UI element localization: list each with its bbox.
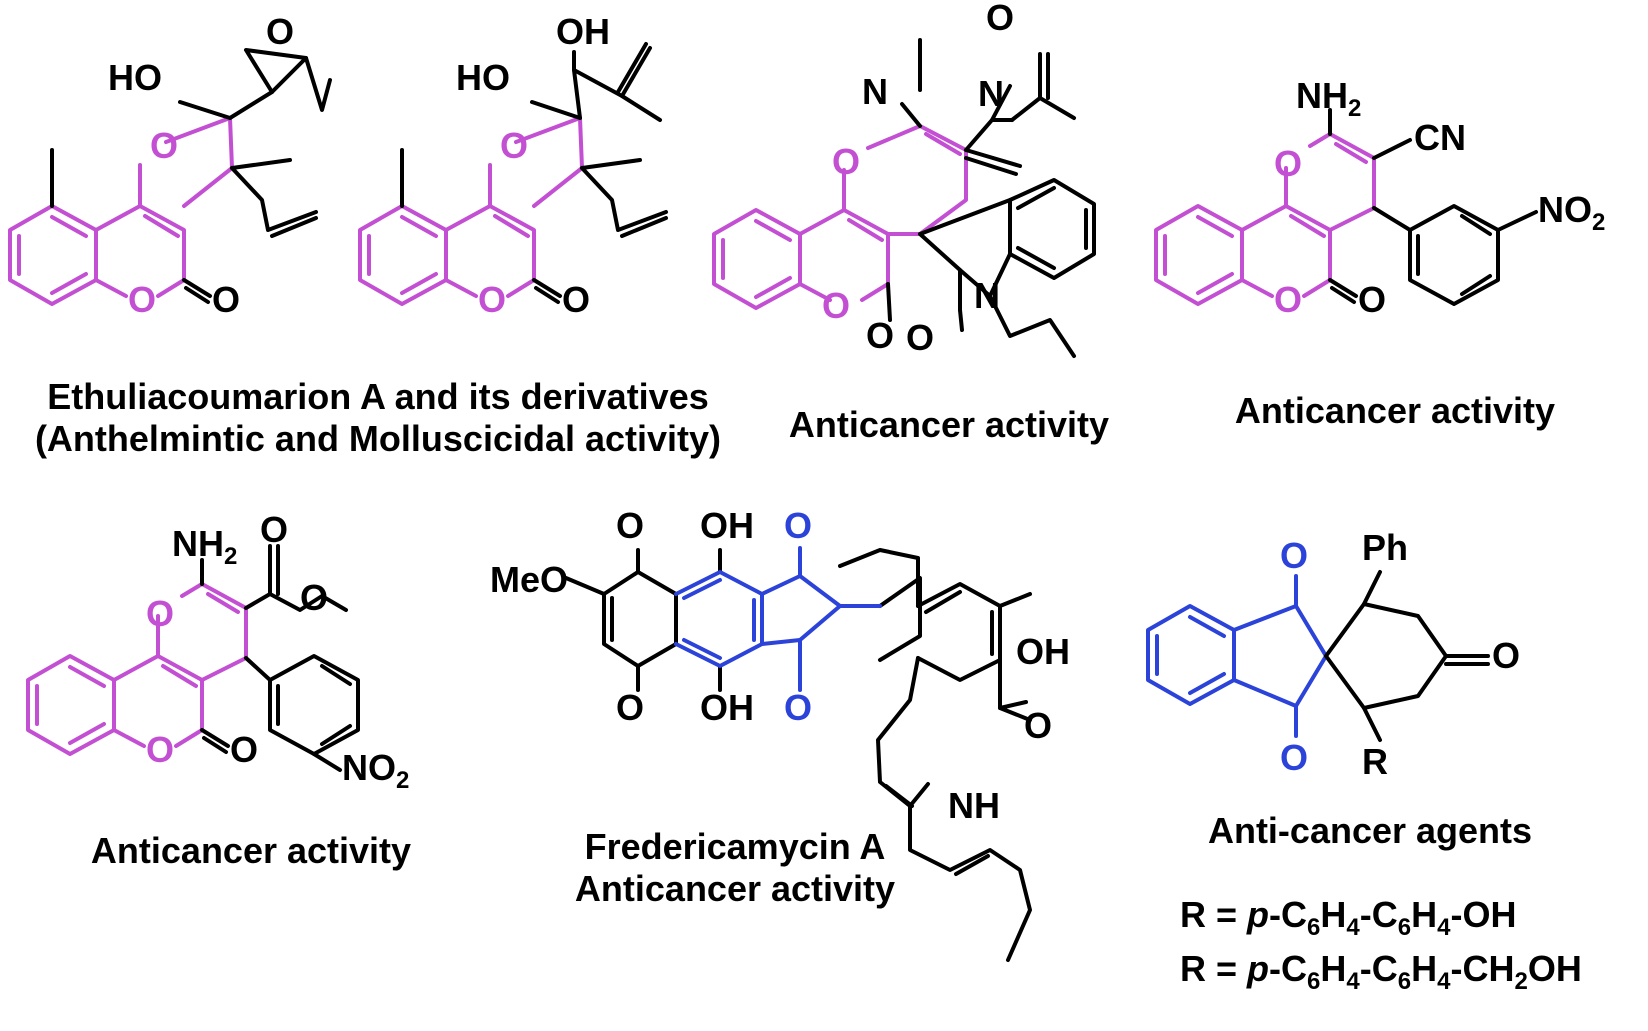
caption-line: Anti-cancer agents [1207, 810, 1533, 851]
atom-label: O [1024, 705, 1052, 746]
svg-text:O: O [1280, 737, 1308, 778]
r-sub: 6 [1307, 914, 1321, 941]
caption-line: Anticancer activity [788, 404, 1110, 445]
atom-label: O [1492, 635, 1520, 676]
caption-fredericamycin: Fredericamycin A Anticancer activity [570, 826, 900, 910]
r-part: -CH [1450, 948, 1515, 989]
atom-label: O [230, 729, 258, 770]
molecule-spirooxindole-coumarin: O O O O N N O N [712, 0, 1096, 358]
molecule-aminocyano-pyranocoumarin: O O O NH2 CN NO2 [1154, 75, 1605, 320]
atom-label: O [260, 509, 288, 550]
atom-label: HO [456, 57, 510, 98]
atom-label: N [862, 71, 888, 112]
svg-text:O: O [146, 593, 174, 634]
atom-label: Ph [1362, 527, 1408, 568]
r-sub: 6 [1397, 914, 1412, 941]
atom-label: O [1358, 279, 1386, 320]
atom-label: O [562, 279, 590, 320]
atom-label: OH [700, 687, 754, 728]
r-part: -C [1269, 948, 1308, 989]
svg-text:O: O [822, 285, 850, 326]
r-part: H [1320, 894, 1347, 935]
r-sub: 4 [1346, 968, 1360, 995]
r-sub: 4 [1346, 914, 1360, 941]
svg-text:O: O [1274, 143, 1302, 184]
svg-text:O: O [784, 505, 812, 546]
atom-label: O [906, 317, 934, 358]
r-prefix: R = [1180, 948, 1248, 989]
caption-ester: Anticancer activity [86, 830, 416, 872]
caption-line: Anticancer activity [90, 830, 412, 871]
svg-text:NH2: NH2 [172, 523, 237, 570]
svg-text:O: O [500, 125, 528, 166]
svg-text:O: O [150, 125, 178, 166]
caption-spirooxindole: Anticancer activity [784, 404, 1114, 446]
molecule-ethuliacoumarion-epoxide: O O O HO O [8, 11, 332, 320]
r-part: OH [1527, 948, 1582, 989]
svg-text:O: O [146, 729, 174, 770]
atom-label: N [974, 275, 1000, 316]
svg-text:NH2: NH2 [1296, 75, 1361, 122]
atom-label: O [616, 505, 644, 546]
atom-label: O [266, 11, 294, 52]
r-prefix: R = [1180, 894, 1248, 935]
molecule-ester-pyranocoumarin: O O O NH2 O O NO2 [26, 509, 409, 794]
atom-label: HO [108, 57, 162, 98]
svg-text:NO2: NO2 [1538, 189, 1605, 236]
r-part: -OH [1450, 894, 1517, 935]
caption-line: Anticancer activity [1234, 390, 1556, 431]
molecule-fredericamycin-a: O OH O MeO O OH O OH O NH [490, 505, 1070, 962]
caption-line: Ethuliacoumarion A and its derivatives [47, 376, 709, 417]
atom-label: OH [700, 505, 754, 546]
molecule-spiro-indanedione: O O Ph O R [1146, 527, 1520, 782]
molecule-ethuliacoumarion-diol: O O O HO OH [358, 11, 668, 320]
svg-text:O: O [128, 279, 156, 320]
atom-label: MeO [490, 559, 568, 600]
r-sub: 4 [1437, 914, 1451, 941]
r-sub: 2 [1514, 968, 1528, 995]
svg-text:NO2: NO2 [342, 747, 409, 794]
atom-label: NH [948, 785, 1000, 826]
svg-text:O: O [1274, 279, 1302, 320]
atom-label: CN [1414, 117, 1466, 158]
svg-text:O: O [832, 141, 860, 182]
atom-label: O [212, 279, 240, 320]
r-part: H [1320, 948, 1347, 989]
caption-aminocyano: Anticancer activity [1230, 390, 1560, 432]
r-definition-1: R = p-C6H4-C6H4-OH [1180, 894, 1517, 940]
r-sub: 4 [1437, 968, 1451, 995]
atom-label: OH [556, 11, 610, 52]
atom-label: R [1362, 741, 1388, 782]
r-italic: p [1247, 948, 1270, 989]
r-part: -C [1359, 948, 1398, 989]
atom-label: N [978, 73, 1004, 114]
r-part: -C [1269, 894, 1308, 935]
r-italic: p [1247, 894, 1270, 935]
r-sub: 6 [1307, 968, 1321, 995]
svg-text:O: O [478, 279, 506, 320]
atom-label: O [300, 577, 328, 618]
caption-ethuliacoumarion: Ethuliacoumarion A and its derivatives (… [20, 376, 736, 460]
atom-label: OH [1016, 631, 1070, 672]
atom-label: O [616, 687, 644, 728]
atom-label: O [986, 0, 1014, 38]
svg-text:O: O [784, 687, 812, 728]
r-sub: 6 [1397, 968, 1412, 995]
atom-label: O [866, 315, 894, 356]
r-part: H [1411, 894, 1438, 935]
r-definition-2: R = p-C6H4-C6H4-CH2OH [1180, 948, 1582, 994]
caption-line: Anticancer activity [574, 868, 896, 909]
svg-text:O: O [1280, 535, 1308, 576]
caption-spiro-indanedione: Anti-cancer agents [1200, 810, 1540, 852]
caption-line: Fredericamycin A [584, 826, 886, 867]
r-part: H [1411, 948, 1438, 989]
caption-line: (Anthelmintic and Molluscicidal activity… [34, 418, 722, 459]
r-part: -C [1359, 894, 1398, 935]
